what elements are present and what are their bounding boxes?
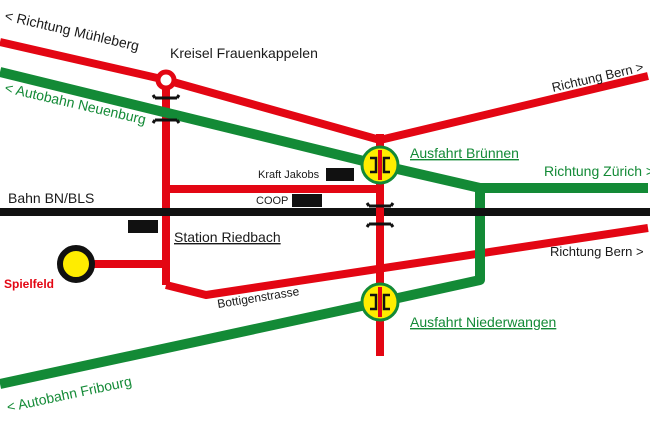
- road-bern-top: [379, 72, 649, 144]
- label-coop: COOP: [256, 195, 288, 207]
- label-richtung-zuerich: Richtung Zürich >: [544, 163, 650, 179]
- label-richtung-bern-bottom: Richtung Bern >: [550, 244, 644, 259]
- road-over-rail: [376, 204, 384, 220]
- building-icon: [326, 168, 354, 181]
- bridge-icon: [151, 94, 181, 124]
- label-kreisel: Kreisel Frauenkappelen: [170, 45, 318, 61]
- motorways: [0, 67, 648, 389]
- label-station-riedbach: Station Riedbach: [174, 229, 281, 245]
- label-ausfahrt-bruennen: Ausfahrt Brünnen: [410, 145, 519, 161]
- label-ausfahrt-niederwangen: Ausfahrt Niederwangen: [410, 314, 556, 330]
- label-kraft-jakobs: Kraft Jakobs: [258, 169, 320, 181]
- motorway-fribourg: [0, 188, 485, 389]
- motorway-junction-icon: [360, 282, 400, 322]
- railway: [0, 208, 650, 216]
- sports-field-icon: [57, 245, 95, 283]
- roads: [0, 38, 649, 356]
- roundabout-icon: [155, 69, 177, 91]
- label-bahn: Bahn BN/BLS: [8, 190, 94, 206]
- bridge-icon: [365, 202, 395, 228]
- rail-line: [0, 208, 650, 216]
- road-bottigenstrasse: [165, 224, 649, 299]
- building-icon: [128, 220, 158, 233]
- label-spielfeld: Spielfeld: [4, 277, 54, 291]
- building-icon: [292, 194, 322, 207]
- motorway-junction-icon: [360, 145, 400, 185]
- motorway-neuenburg: [0, 67, 648, 193]
